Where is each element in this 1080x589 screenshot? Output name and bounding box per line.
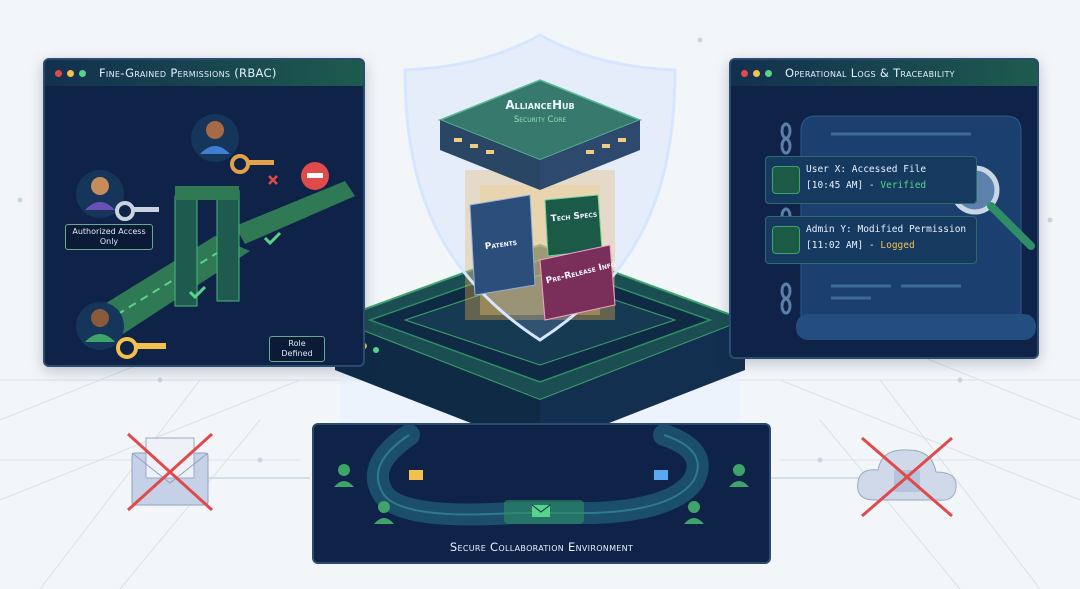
- user-icon: [334, 464, 749, 524]
- log-status-logged: Logged: [880, 240, 915, 251]
- logs-panel-title: Operational Logs & Traceability: [785, 66, 955, 80]
- core-title: AllianceHub: [505, 98, 575, 112]
- collaboration-panel: Secure Collaboration Environment: [312, 423, 771, 564]
- panel-titlebar: Fine-Grained Permissions (RBAC): [45, 60, 363, 86]
- log-entry-meta: [11:02 AM] - Logged: [806, 240, 915, 251]
- email-icon: [409, 470, 423, 480]
- window-dot-red: [741, 69, 748, 77]
- window-dot-green: [765, 69, 772, 77]
- log-time: [11:02 AM]: [806, 240, 864, 251]
- log-entry-text: Admin Y: Modified Permission: [806, 224, 967, 235]
- key-icon: [230, 154, 274, 174]
- blocked-email-icon: [126, 432, 214, 512]
- rbac-panel: Fine-Grained Permissions (RBAC): [43, 58, 365, 367]
- email-icon: [531, 504, 551, 517]
- log-separator: -: [863, 240, 881, 251]
- link-icon: [772, 166, 800, 194]
- key-icon: [115, 201, 159, 221]
- tag-authorized-access: Authorized Access Only: [65, 224, 153, 250]
- key-icon: [116, 337, 166, 359]
- link-icon: [772, 226, 800, 254]
- user-icon: [76, 302, 124, 350]
- rbac-panel-title: Fine-Grained Permissions (RBAC): [99, 66, 277, 80]
- logs-panel: Operational Logs & Traceability User X: …: [729, 58, 1039, 359]
- log-entry: Admin Y: Modified Permission [11:02 AM] …: [765, 216, 977, 264]
- tag-role-defined: Role Defined: [269, 336, 325, 362]
- rbac-illustration: [76, 114, 355, 359]
- security-core-server: [332, 33, 748, 450]
- user-icon: [76, 170, 124, 218]
- log-time: [10:45 AM]: [806, 180, 864, 191]
- log-entry-meta: [10:45 AM] - Verified: [806, 180, 926, 191]
- collaboration-pipeline: [334, 424, 749, 526]
- window-dot-red: [55, 69, 62, 77]
- log-entry: User X: Accessed File [10:45 AM] - Verif…: [765, 156, 977, 204]
- core-subtitle: Security Core: [513, 115, 567, 125]
- log-separator: -: [863, 180, 881, 191]
- user-icon: [191, 114, 239, 162]
- window-dot-green: [79, 69, 86, 77]
- deny-icon: [301, 162, 329, 190]
- log-status-verified: Verified: [880, 180, 927, 191]
- window-dot-yellow: [67, 69, 74, 77]
- blocked-cloud-icon: [857, 436, 957, 518]
- collaboration-title: Secure Collaboration Environment: [449, 540, 634, 554]
- log-entry-text: User X: Accessed File: [806, 164, 927, 175]
- panel-titlebar: Operational Logs & Traceability: [731, 60, 1037, 86]
- window-dot-yellow: [753, 69, 760, 77]
- email-icon: [654, 470, 668, 480]
